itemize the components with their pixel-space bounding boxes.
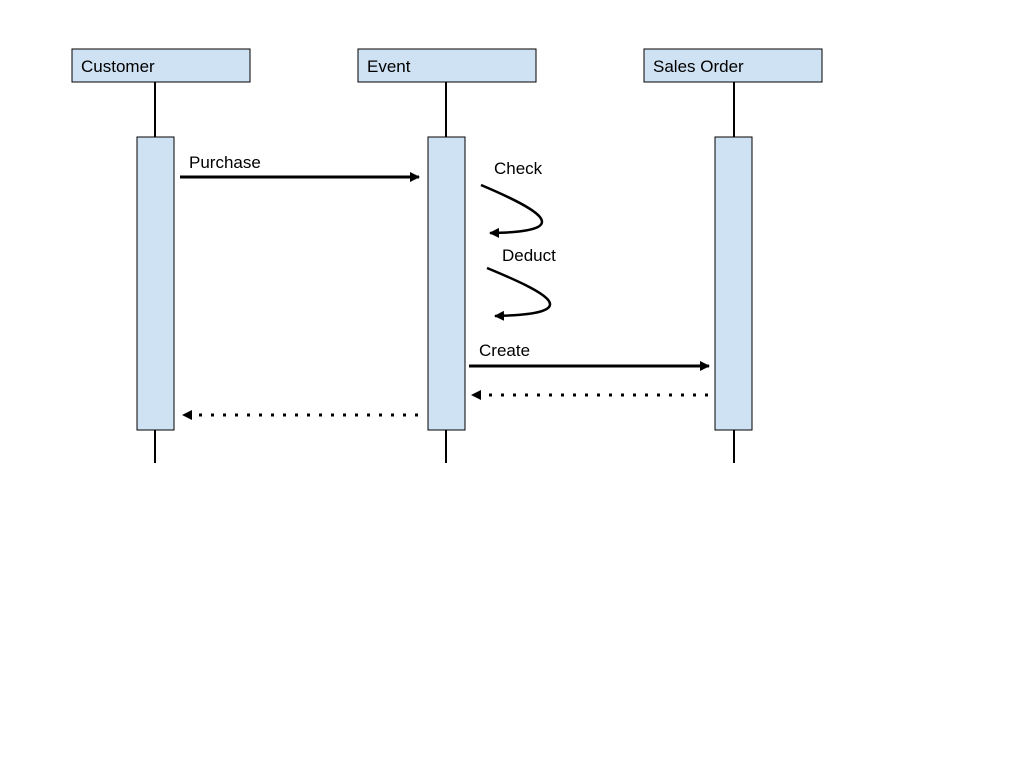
- participant-header-box: [357, 48, 537, 83]
- participant-label: Customer: [81, 57, 155, 76]
- participant-event: Event: [357, 48, 537, 463]
- message-purchase: Purchase: [180, 153, 420, 182]
- participant-header-box: [71, 48, 251, 83]
- self-message-arrow: [486, 266, 552, 321]
- message-create: Create: [469, 341, 710, 371]
- participant-sales-order: Sales Order: [643, 48, 823, 463]
- participant-customer: Customer: [71, 48, 251, 463]
- activation-bar: [427, 136, 466, 431]
- participant-label: Event: [367, 57, 411, 76]
- message-label: Check: [494, 159, 543, 178]
- message-check: Check: [480, 159, 544, 238]
- participant-label: Sales Order: [653, 57, 744, 76]
- message-label: Create: [479, 341, 530, 360]
- activation-bar: [136, 136, 175, 431]
- message-label: Purchase: [189, 153, 261, 172]
- message-deduct: Deduct: [486, 246, 556, 321]
- activation-bar: [714, 136, 753, 431]
- self-message-arrow: [480, 183, 544, 238]
- message-label: Deduct: [502, 246, 556, 265]
